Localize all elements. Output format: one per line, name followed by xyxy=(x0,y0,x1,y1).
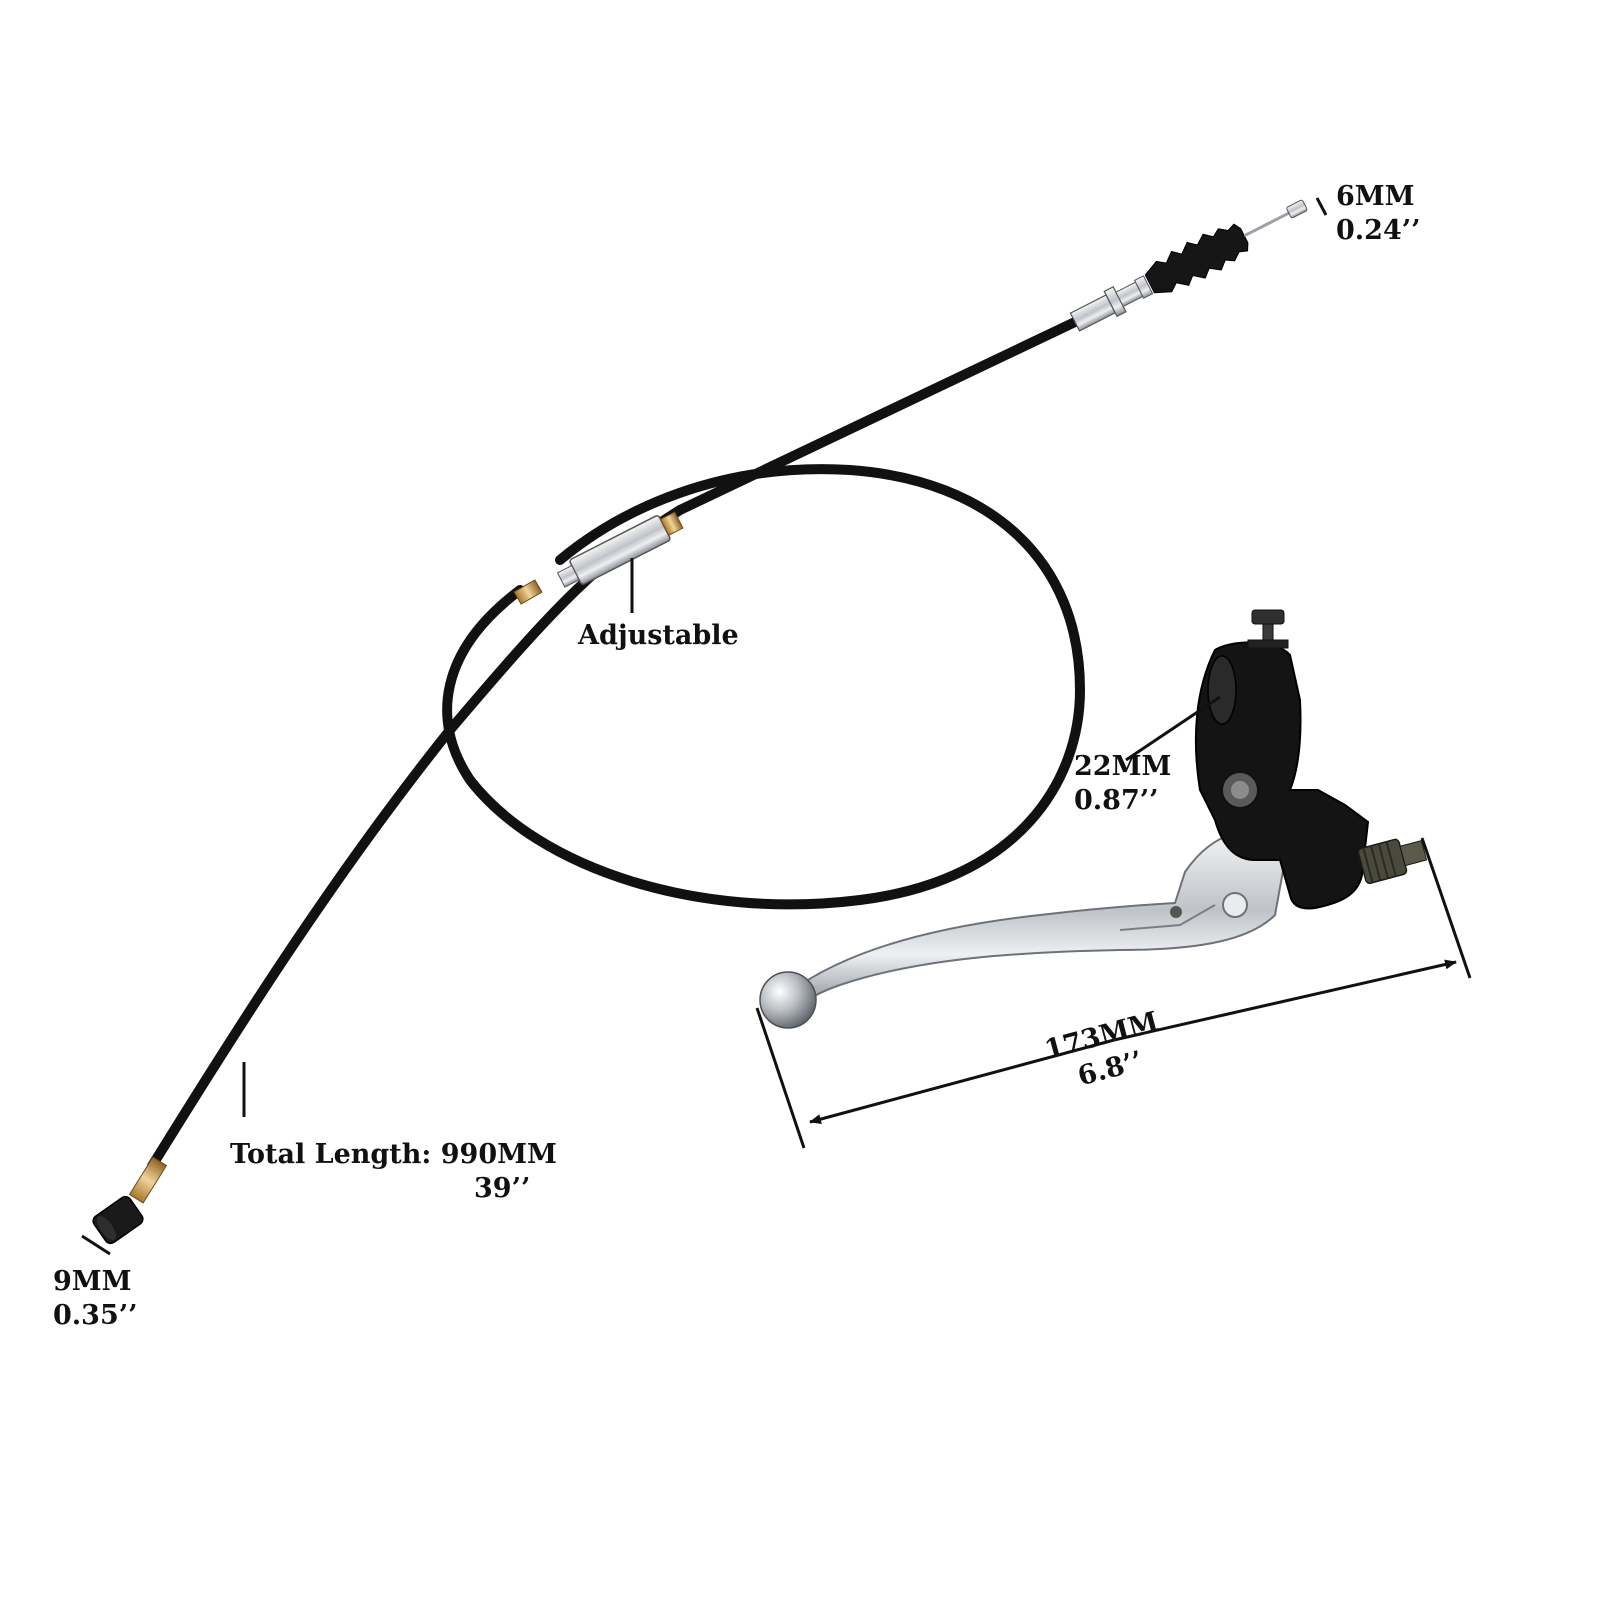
lever-adjuster-icon xyxy=(1357,838,1428,885)
cable-lower-run xyxy=(147,505,685,1171)
cable-end-bottom-metric: 9MM xyxy=(53,1266,132,1297)
cable-end-top-label: 6MM 0.24’’ xyxy=(1336,180,1421,248)
cable-loop xyxy=(442,464,1086,910)
dimension-lines xyxy=(81,197,1472,1256)
lever-blade xyxy=(788,828,1287,1010)
cable-top-end-icon xyxy=(1069,199,1308,332)
adjuster-label: Adjustable xyxy=(578,619,739,653)
cable-end-bottom-label: 9MM 0.35’’ xyxy=(53,1265,138,1333)
leader-22mm xyxy=(1125,695,1221,762)
ext-line-left xyxy=(755,1007,806,1149)
clamp-diameter-metric: 22MM xyxy=(1074,751,1172,782)
cable-ferrule-icon xyxy=(513,579,543,605)
cable-end-top-imperial: 0.24’’ xyxy=(1336,215,1421,246)
cable-end-bottom-imperial: 0.35’’ xyxy=(53,1300,138,1331)
lever-perch xyxy=(1194,641,1370,910)
leader-9mm xyxy=(81,1234,111,1256)
clamp-bolt-icon xyxy=(1247,609,1289,649)
total-length-imperial: 39’’ xyxy=(474,1173,531,1204)
clamp-bore-icon xyxy=(1207,655,1237,725)
leader-6mm xyxy=(1315,197,1328,216)
clutch-cable-icon xyxy=(92,199,1308,1245)
total-length-metric: Total Length: 990MM xyxy=(230,1139,557,1170)
lever-ball-end-icon xyxy=(759,971,817,1029)
ext-line-right xyxy=(1420,837,1472,979)
dimension-arrow-icon-right xyxy=(1113,959,1457,1042)
dimension-arrow-icon xyxy=(809,1038,1115,1124)
clutch-lever-icon xyxy=(759,609,1428,1029)
cable-end-top-metric: 6MM xyxy=(1336,181,1415,212)
clamp-diameter-imperial: 0.87’’ xyxy=(1074,785,1159,816)
clamp-diameter-label: 22MM 0.87’’ xyxy=(1074,750,1171,818)
cable-bottom-end-icon xyxy=(92,1156,168,1245)
total-length-label: Total Length: 990MM 39’’ xyxy=(230,1138,557,1206)
cable-adjuster-icon xyxy=(556,511,684,588)
cable-upper-run xyxy=(675,317,1080,515)
rubber-boot-icon xyxy=(1144,223,1249,294)
adjuster-text: Adjustable xyxy=(578,620,739,651)
